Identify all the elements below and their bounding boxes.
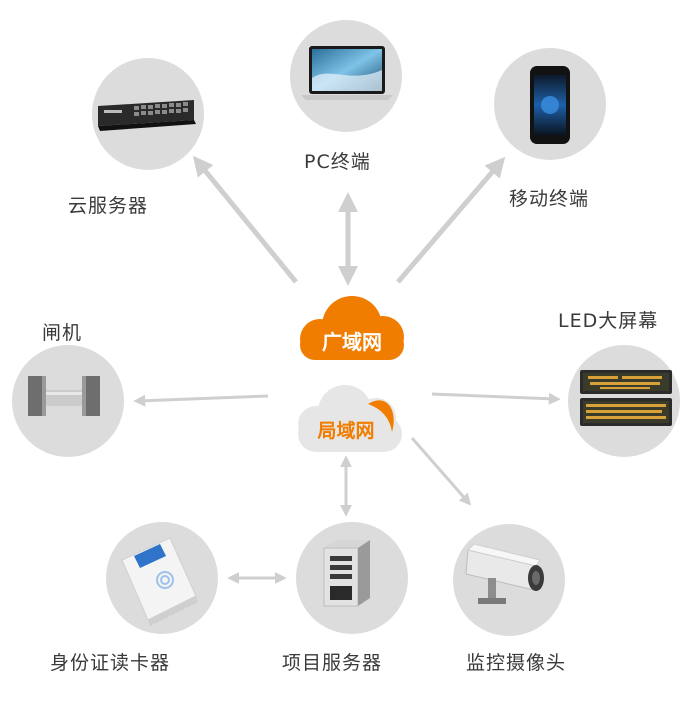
arrows [133,155,561,584]
arrow-to-gate [133,394,269,407]
laptop-icon [301,46,393,100]
arrow-to-led-screen [431,392,561,405]
wan-label: 广域网 [322,330,382,354]
arrow-to-mobile-terminal [396,156,506,284]
smartphone-icon [530,66,570,144]
pc-terminal-label: PC终端 [304,151,371,173]
wan-cloud [300,296,404,360]
network-switch-icon [98,100,196,131]
lan-cloud [298,385,402,452]
lan-swoosh-icon [368,400,394,432]
led-screen-label: LED大屏幕 [558,310,659,332]
project-server-label: 项目服务器 [282,652,383,674]
card-reader-icon [121,537,198,626]
tower-server-icon [323,540,370,607]
turnstile-gate-icon [28,376,100,416]
arrow-to-cloud-server [192,155,298,284]
camera-label: 监控摄像头 [466,652,567,674]
cctv-camera-icon [465,543,544,604]
led-display-icon [580,370,672,426]
arrow-to-camera [410,437,472,506]
lan-label: 局域网 [317,419,374,442]
cloud-server-label: 云服务器 [68,195,149,217]
mobile-terminal-label: 移动终端 [509,188,590,210]
gate-label: 闸机 [42,322,83,344]
id-reader-label: 身份证读卡器 [50,652,171,674]
